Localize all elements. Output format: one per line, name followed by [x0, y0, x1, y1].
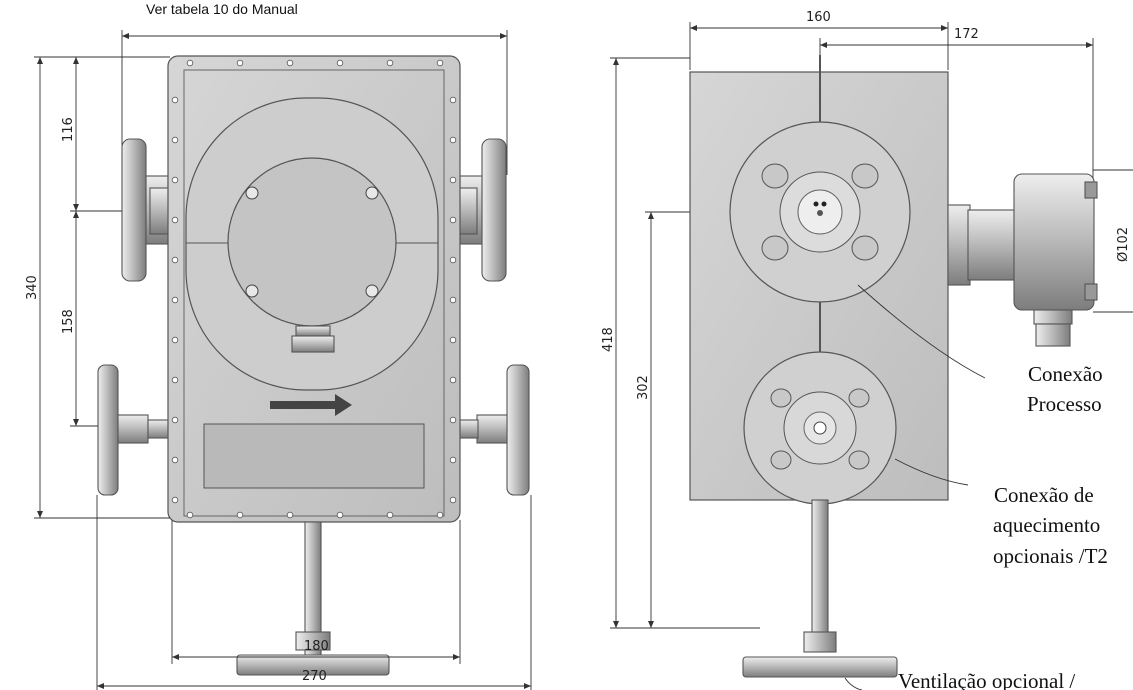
dim-side-body-width: 160: [806, 10, 831, 25]
left-upper-flange: [121, 138, 173, 282]
dim-side-overall-height: 418: [601, 327, 616, 352]
side-stand: [742, 499, 898, 678]
dim-side-housing-width: 172: [954, 27, 979, 42]
cable-gland: [291, 325, 335, 353]
dim-side-process-height: 302: [636, 375, 651, 400]
left-lower-flange: [97, 364, 179, 496]
dim-housing-diameter: Ø102: [1116, 227, 1131, 262]
name-plate: [203, 423, 425, 489]
border-bolts: [171, 59, 457, 519]
callout-heating-line1: Conexão de: [994, 483, 1094, 507]
dim-overall-height: 340: [25, 275, 40, 300]
flow-direction-icon: [270, 394, 352, 416]
callout-heating-line2: aquecimento: [993, 513, 1100, 537]
callout-vent: Ventilação opcional /: [898, 669, 1075, 690]
electronics-housing: [947, 173, 1098, 347]
right-lower-flange: [449, 364, 530, 496]
dim-middle-height: 158: [61, 309, 76, 334]
right-upper-flange: [454, 138, 507, 282]
side-view: 160 172 418 302: [601, 10, 1133, 690]
front-stand: [236, 521, 390, 676]
manual-reference-note: Ver tabela 10 do Manual: [146, 1, 298, 17]
callout-process-line1: Conexão: [1028, 362, 1103, 386]
dim-width-inner: 180: [304, 639, 329, 654]
junction-cover: [227, 157, 397, 327]
process-flange: [729, 121, 911, 303]
callout-process-line2: Processo: [1027, 392, 1102, 416]
callout-heating-line3: opcionais /T2: [993, 544, 1108, 568]
heating-flange: [743, 351, 897, 505]
dim-width-overall: 270: [302, 669, 327, 684]
front-view: 340 116 158 180 270: [25, 30, 532, 690]
dim-upper-height: 116: [61, 117, 76, 142]
